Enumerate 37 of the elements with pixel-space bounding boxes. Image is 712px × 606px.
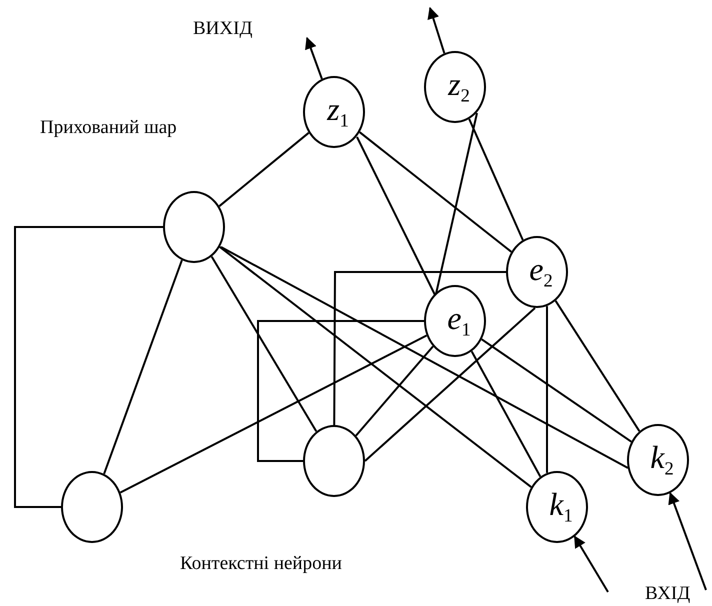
- arrow: [428, 6, 446, 54]
- connection-line: [14, 226, 163, 508]
- connection-line: [219, 246, 532, 488]
- arrow: [668, 492, 707, 590]
- caption-text: ВИХІД: [193, 19, 252, 38]
- neuron-circle: [627, 424, 689, 496]
- neuron-label: z$_{2}$: [446, 68, 470, 106]
- neuron-label: k$_{2}$: [649, 440, 674, 480]
- connection-line: [257, 320, 424, 462]
- connection-line: [355, 346, 434, 436]
- neuron-label: k$_{1}$: [548, 488, 573, 526]
- connection-line: [364, 307, 536, 462]
- connection-line: [210, 256, 318, 432]
- neuron-circle: [303, 76, 365, 148]
- connection-line: [554, 300, 640, 432]
- connection-line: [468, 118, 524, 240]
- caption-text: ВХІД: [645, 584, 690, 603]
- arrow: [305, 36, 323, 80]
- connection-line: [470, 350, 542, 478]
- neuron-circle: [424, 285, 486, 357]
- neuron-circle: [526, 471, 588, 543]
- caption-text: Контекстні нейрони: [180, 554, 342, 573]
- neuron-label: e$_{1}$: [446, 302, 471, 340]
- connection-line: [546, 306, 548, 473]
- neuron-circle: [506, 236, 568, 308]
- connection-line: [103, 260, 183, 474]
- connection-line: [356, 136, 436, 296]
- neuron-label: z$_{1}$: [326, 92, 349, 132]
- arrow: [574, 535, 609, 593]
- caption-text: Прихований шар: [40, 118, 177, 137]
- connection-line: [333, 271, 506, 425]
- connection-line: [218, 132, 310, 207]
- connection-line: [120, 334, 428, 494]
- neuron-label: e$_{2}$: [528, 252, 553, 292]
- connection-line: [481, 338, 632, 443]
- connection-line: [359, 131, 512, 253]
- connection-line: [220, 246, 628, 469]
